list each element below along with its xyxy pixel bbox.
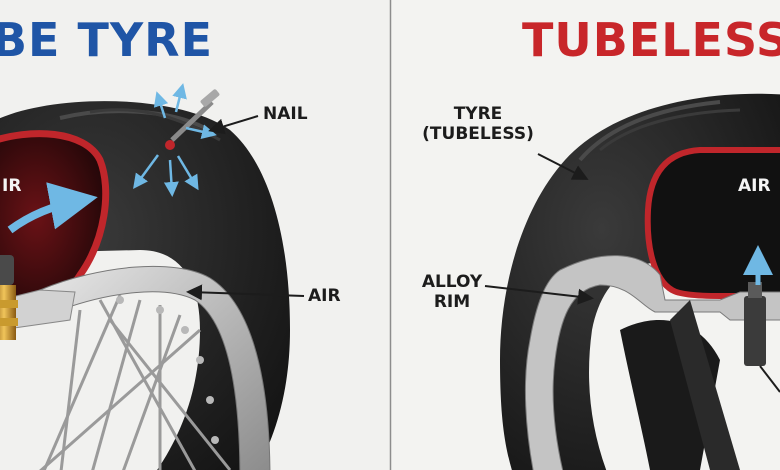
right-title: TUBELESS [522,13,780,67]
spoke-nipples [116,296,219,444]
rim-label-line1: ALLOY [421,272,483,292]
tube-tyre-drawing [0,83,305,470]
right-valve-icon [744,282,766,366]
nail-icon [165,89,220,150]
left-rim [39,265,271,470]
left-air-rim-label: AIR [308,286,341,306]
air-flow-arrow-icon [7,182,98,234]
rim-label-line2: RIM [433,292,471,312]
tubeless-tyre-drawing [484,93,780,470]
air-leak-arrows-icon [133,83,217,197]
tyre-tubeless-label: TYRE (TUBELESS) [416,104,540,144]
spokes [39,294,232,470]
valve-stem-icon [0,255,18,340]
tyre-label-line2: (TUBELESS) [422,124,534,144]
nail-label: NAIL [263,104,308,124]
left-air-inside-label: IR [2,176,22,196]
alloy-rim-label: ALLOY RIM [420,272,484,312]
left-title: BE TYRE [0,13,214,67]
tyre-label-line1: TYRE [453,104,503,124]
right-alloy-rim [524,255,780,470]
right-air-label: AIR [738,176,771,196]
